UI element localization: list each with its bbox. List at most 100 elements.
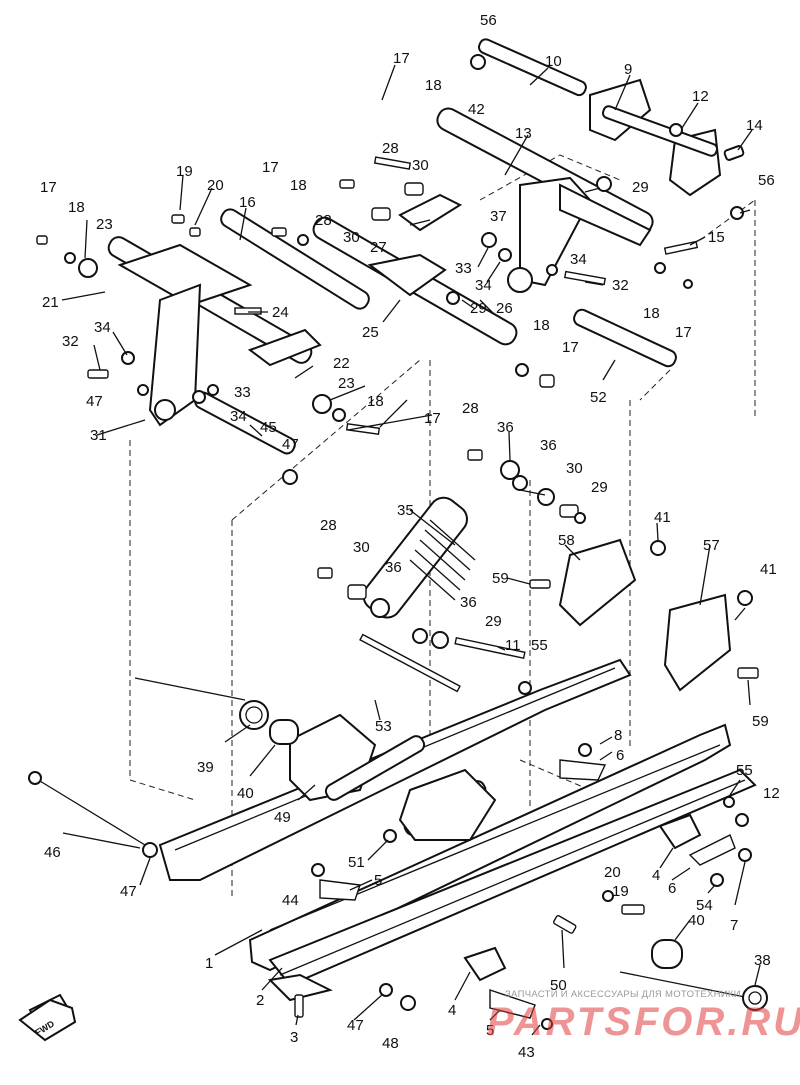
callout-15: 15 bbox=[708, 229, 725, 246]
callout-16: 16 bbox=[239, 194, 256, 211]
callout-17d: 17 bbox=[675, 324, 692, 341]
callout-2: 2 bbox=[256, 992, 264, 1009]
callout-43: 43 bbox=[518, 1044, 535, 1061]
callout-5b: 5 bbox=[486, 1022, 494, 1039]
front-arm bbox=[36, 208, 381, 485]
watermark-logo: PARTSFOR.RU bbox=[487, 1000, 800, 1044]
callout-47c: 47 bbox=[120, 883, 137, 900]
callout-6a: 6 bbox=[616, 747, 624, 764]
callout-55a: 55 bbox=[531, 637, 548, 654]
callout-53: 53 bbox=[375, 718, 392, 735]
callout-46: 46 bbox=[44, 844, 61, 861]
callout-26: 26 bbox=[496, 300, 513, 317]
callout-30d: 30 bbox=[353, 539, 370, 556]
callout-40a: 40 bbox=[237, 785, 254, 802]
callout-59a: 59 bbox=[492, 570, 509, 587]
callout-50: 50 bbox=[550, 977, 567, 994]
callout-33b: 33 bbox=[234, 384, 251, 401]
callout-18d: 18 bbox=[643, 305, 660, 322]
callout-18c: 18 bbox=[68, 199, 85, 216]
callout-22: 22 bbox=[333, 355, 350, 372]
callout-12a: 12 bbox=[692, 88, 709, 105]
callout-13: 13 bbox=[515, 125, 532, 142]
callout-4a: 4 bbox=[448, 1002, 456, 1019]
callout-19a: 19 bbox=[176, 163, 193, 180]
callout-56b: 56 bbox=[758, 172, 775, 189]
forward-direction-arrow: FWD bbox=[18, 998, 77, 1042]
callout-47a: 47 bbox=[86, 393, 103, 410]
callout-48: 48 bbox=[382, 1035, 399, 1052]
callout-24: 24 bbox=[272, 304, 289, 321]
upper-rear-arm bbox=[470, 38, 745, 220]
callout-14: 14 bbox=[746, 117, 763, 134]
callout-4b: 4 bbox=[652, 867, 660, 884]
callout-28d: 28 bbox=[320, 517, 337, 534]
callout-3: 3 bbox=[290, 1029, 298, 1046]
callout-5a: 5 bbox=[374, 872, 382, 889]
callout-36a: 36 bbox=[497, 419, 514, 436]
callout-55b: 55 bbox=[736, 762, 753, 779]
callout-17f: 17 bbox=[424, 410, 441, 427]
callout-20b: 20 bbox=[604, 864, 621, 881]
callout-23a: 23 bbox=[96, 216, 113, 233]
leader-lines bbox=[61, 64, 761, 1036]
torsion-springs bbox=[134, 677, 768, 1011]
callout-34c: 34 bbox=[94, 319, 111, 336]
callout-19b: 19 bbox=[612, 883, 629, 900]
callout-47b: 47 bbox=[282, 436, 299, 453]
callout-32b: 32 bbox=[612, 277, 629, 294]
callout-31: 31 bbox=[90, 427, 107, 444]
center-shaft bbox=[312, 179, 677, 388]
callout-36d: 36 bbox=[460, 594, 477, 611]
callout-27: 27 bbox=[370, 239, 387, 256]
side-brackets bbox=[529, 538, 759, 692]
watermark-caption: ЗАПЧАСТИ И АКСЕССУАРЫ ДЛЯ МОТОТЕХНИКИ bbox=[505, 989, 741, 1000]
callout-42: 42 bbox=[468, 101, 485, 118]
callout-28b: 28 bbox=[315, 212, 332, 229]
callout-7: 7 bbox=[730, 917, 738, 934]
callout-30a: 30 bbox=[412, 157, 429, 174]
callout-28a: 28 bbox=[382, 140, 399, 157]
callout-25: 25 bbox=[362, 324, 379, 341]
callout-58: 58 bbox=[558, 532, 575, 549]
callout-12b: 12 bbox=[763, 785, 780, 802]
callout-9: 9 bbox=[624, 61, 632, 78]
callout-11: 11 bbox=[505, 637, 521, 654]
callout-labels: 1 2 3 4 4 5 5 6 6 7 8 9 10 11 12 12 13 1… bbox=[40, 12, 780, 1061]
callout-18a: 18 bbox=[425, 77, 442, 94]
callout-56a: 56 bbox=[480, 12, 497, 29]
callout-34d: 34 bbox=[230, 408, 247, 425]
callout-28c: 28 bbox=[462, 400, 479, 417]
callout-29d: 29 bbox=[485, 613, 502, 630]
callout-51: 51 bbox=[348, 854, 365, 871]
slide-rails bbox=[158, 658, 757, 1002]
callout-52: 52 bbox=[590, 389, 607, 406]
callout-29a: 29 bbox=[632, 179, 649, 196]
callout-21: 21 bbox=[42, 294, 59, 311]
callout-20a: 20 bbox=[207, 177, 224, 194]
callout-18f: 18 bbox=[367, 393, 384, 410]
cross-members bbox=[289, 633, 497, 843]
callout-18e: 18 bbox=[533, 317, 550, 334]
callout-49: 49 bbox=[274, 809, 291, 826]
callout-45: 45 bbox=[260, 419, 277, 436]
callout-34b: 34 bbox=[570, 251, 587, 268]
callout-57: 57 bbox=[703, 537, 720, 554]
callout-17a: 17 bbox=[393, 50, 410, 67]
callout-34a: 34 bbox=[475, 277, 492, 294]
callout-18b: 18 bbox=[290, 177, 307, 194]
callout-17c: 17 bbox=[40, 179, 57, 196]
callout-30b: 30 bbox=[343, 229, 360, 246]
callout-44: 44 bbox=[282, 892, 299, 909]
callout-36c: 36 bbox=[385, 559, 402, 576]
callout-35: 35 bbox=[397, 502, 414, 519]
callout-41a: 41 bbox=[654, 509, 671, 526]
callout-29b: 29 bbox=[470, 300, 487, 317]
callout-36b: 36 bbox=[540, 437, 557, 454]
callout-17e: 17 bbox=[562, 339, 579, 356]
callout-39: 39 bbox=[197, 759, 214, 776]
callout-37: 37 bbox=[490, 208, 507, 225]
callout-1: 1 bbox=[205, 955, 213, 972]
